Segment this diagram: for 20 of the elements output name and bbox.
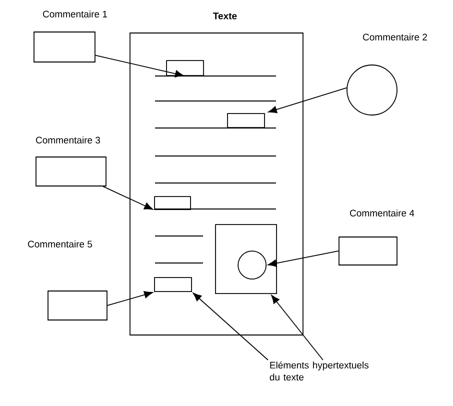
heading: Commentaire 5 bbox=[28, 240, 92, 248]
hyperlink-circle bbox=[238, 250, 267, 280]
annotation-text: Eléments hypertextuels du texte bbox=[270, 361, 369, 381]
hyperlink-box bbox=[154, 196, 191, 210]
heading: Commentaire 3 bbox=[36, 136, 100, 144]
heading: Commentaire 2 bbox=[363, 34, 427, 40]
hyperlink-box bbox=[154, 277, 192, 292]
hyperlink-box bbox=[166, 60, 204, 76]
image-frame bbox=[215, 224, 277, 294]
heading: Commentaire 4 bbox=[350, 210, 414, 216]
arrow bbox=[271, 294, 324, 360]
heading: Texte bbox=[213, 12, 237, 20]
hyperlink-box bbox=[227, 113, 265, 128]
arrow bbox=[95, 54, 184, 78]
arrow bbox=[107, 291, 153, 306]
arrow bbox=[268, 250, 339, 267]
heading: Commentaire 1 bbox=[43, 10, 107, 18]
arrow bbox=[102, 186, 153, 210]
arrow bbox=[268, 87, 348, 114]
arrow bbox=[192, 292, 268, 360]
